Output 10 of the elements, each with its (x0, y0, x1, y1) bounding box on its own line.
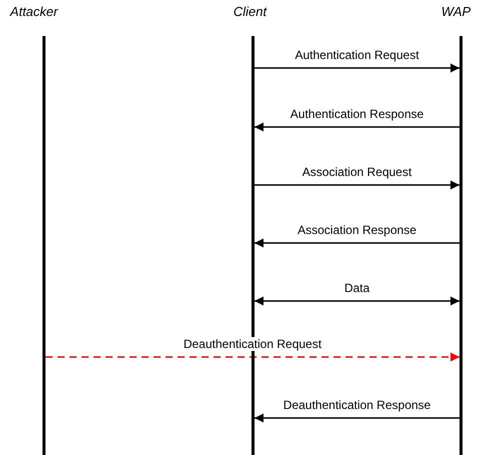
message-label: Association Request (300, 165, 414, 179)
message-label: Deauthentication Request (181, 337, 324, 351)
participant-label: WAP (441, 4, 471, 19)
message-label: Data (342, 281, 372, 295)
participant-label: Attacker (10, 4, 58, 19)
message-label: Deauthentication Response (281, 398, 433, 412)
message-label: Authentication Response (288, 107, 426, 121)
message-label: Authentication Request (292, 48, 422, 62)
participant-label: Client (233, 4, 267, 19)
message-label: Association Response (296, 223, 418, 237)
